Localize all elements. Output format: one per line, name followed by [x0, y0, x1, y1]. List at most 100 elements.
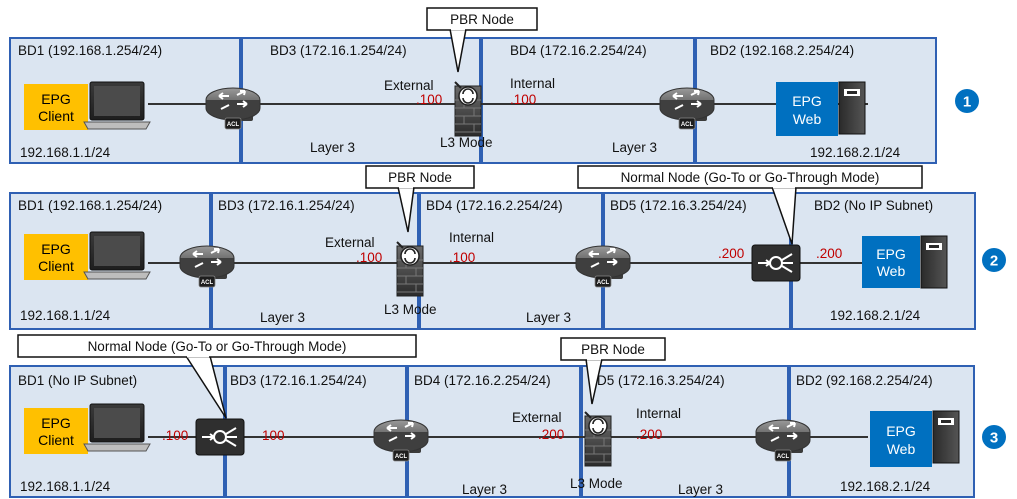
- mode-label: L3 Mode: [570, 476, 623, 491]
- epg-label: EPG: [41, 415, 71, 431]
- client-subnet: 192.168.1.1/24: [20, 145, 111, 160]
- external-label: External: [512, 410, 562, 425]
- pbr-callout: [426, 7, 538, 31]
- bd-label: BD5 (172.16.3.254/24): [610, 198, 747, 213]
- epg-label: EPG: [41, 91, 71, 107]
- web-epg-tag: [776, 82, 838, 136]
- external-ip: .100: [356, 250, 382, 265]
- firewall-icon: [454, 81, 482, 137]
- layer-label: Layer 3: [260, 310, 305, 325]
- bd-label: BD1 (No IP Subnet): [18, 373, 137, 388]
- web-label: Web: [793, 111, 822, 127]
- external-label: External: [384, 78, 434, 93]
- step-badge-number: 3: [990, 430, 998, 447]
- bd-box: [407, 365, 581, 498]
- web-subnet: 192.168.2.1/24: [830, 308, 921, 323]
- layer-label: Layer 3: [612, 140, 657, 155]
- epg-label: EPG: [876, 246, 906, 262]
- bd-box: [581, 365, 789, 498]
- server-icon: [838, 81, 866, 135]
- server-icon: [932, 410, 960, 464]
- row-1: BD1 (192.168.1.254/24) BD3 (172.16.1.254…: [9, 7, 979, 164]
- web-epg: EPG Web: [862, 235, 948, 289]
- layer-label: Layer 3: [678, 482, 723, 497]
- internal-ip: .100: [449, 250, 475, 265]
- web-subnet: 192.168.2.1/24: [810, 145, 901, 160]
- server-icon: [920, 235, 948, 289]
- normal-node-ip: 100: [262, 428, 285, 443]
- internal-label: Internal: [449, 230, 494, 245]
- bd-box: [481, 37, 695, 164]
- internal-ip: .200: [636, 427, 662, 442]
- bd-label: BD3 (172.16.1.254/24): [218, 198, 355, 213]
- row-2: BD1 (192.168.1.254/24) BD3 (172.16.1.254…: [9, 165, 1006, 330]
- pbr-callout: [365, 165, 475, 189]
- normal-node-callout: [577, 165, 923, 189]
- normal-node-callout: [17, 334, 417, 358]
- normal-node-icon: [195, 418, 245, 456]
- step-badge: [982, 425, 1006, 449]
- web-label: Web: [877, 263, 906, 279]
- client-subnet: 192.168.1.1/24: [20, 479, 111, 494]
- client-label: Client: [38, 258, 74, 274]
- layer-label: Layer 3: [310, 140, 355, 155]
- epg-label: EPG: [886, 423, 916, 439]
- client-epg: EPG Client: [24, 81, 151, 130]
- step-badge-number: 2: [990, 253, 998, 270]
- pbr-node-label: PBR Node: [450, 12, 514, 27]
- bd-label: BD2 (No IP Subnet): [814, 198, 933, 213]
- bd-label: BD5 (172.16.3.254/24): [588, 373, 725, 388]
- web-epg: EPG Web: [776, 81, 866, 136]
- client-epg: EPG Client: [24, 403, 151, 454]
- normal-node-label: Normal Node (Go-To or Go-Through Mode): [88, 339, 347, 354]
- step-badge-number: 1: [963, 94, 971, 111]
- firewall-icon: [396, 241, 424, 297]
- epg-label: EPG: [41, 241, 71, 257]
- row-3: BD1 (No IP Subnet) BD3 (172.16.1.254/24)…: [9, 334, 1006, 498]
- bd-label: BD3 (172.16.1.254/24): [270, 43, 407, 58]
- normal-node-ip: .200: [816, 246, 842, 261]
- normal-node-ip: .200: [718, 246, 744, 261]
- client-epg-tag: [24, 234, 88, 280]
- bd-box: [241, 37, 481, 164]
- step-badge: [982, 248, 1006, 272]
- pbr-callout: [560, 337, 666, 361]
- mode-label: L3 Mode: [440, 135, 493, 150]
- laptop-icon: [83, 403, 151, 452]
- bd-label: BD4 (172.16.2.254/24): [510, 43, 647, 58]
- client-epg-tag: [24, 408, 88, 454]
- bd-label: BD4 (172.16.2.254/24): [426, 198, 563, 213]
- pbr-node-label: PBR Node: [388, 170, 452, 185]
- mode-label: L3 Mode: [384, 302, 437, 317]
- client-label: Client: [38, 432, 74, 448]
- laptop-icon: [83, 81, 151, 130]
- bd-label: BD1 (192.168.1.254/24): [18, 43, 162, 58]
- web-subnet: 192.168.2.1/24: [840, 479, 931, 494]
- web-epg: EPG Web: [870, 410, 960, 467]
- web-label: Web: [887, 441, 916, 457]
- bd-label: BD3 (172.16.1.254/24): [230, 373, 367, 388]
- pbr-node-label: PBR Node: [581, 342, 645, 357]
- bd-box: [419, 192, 603, 330]
- internal-label: Internal: [510, 76, 555, 91]
- client-epg-tag: [24, 84, 88, 130]
- bd-label: BD1 (192.168.1.254/24): [18, 198, 162, 213]
- normal-node-icon: [751, 244, 801, 282]
- normal-node-ip: .100: [162, 428, 188, 443]
- firewall-icon: [584, 411, 612, 467]
- external-label: External: [325, 235, 375, 250]
- client-subnet: 192.168.1.1/24: [20, 308, 111, 323]
- internal-label: Internal: [636, 406, 681, 421]
- internal-ip: .100: [510, 92, 536, 107]
- step-badge: [955, 89, 979, 113]
- bd-label: BD2 (92.168.2.254/24): [796, 373, 933, 388]
- web-epg-tag: [862, 236, 920, 288]
- layer-label: Layer 3: [526, 310, 571, 325]
- external-ip: .200: [538, 427, 564, 442]
- normal-node-label: Normal Node (Go-To or Go-Through Mode): [621, 170, 880, 185]
- epg-label: EPG: [792, 93, 822, 109]
- layer-label: Layer 3: [462, 482, 507, 497]
- client-label: Client: [38, 108, 74, 124]
- laptop-icon: [83, 231, 151, 280]
